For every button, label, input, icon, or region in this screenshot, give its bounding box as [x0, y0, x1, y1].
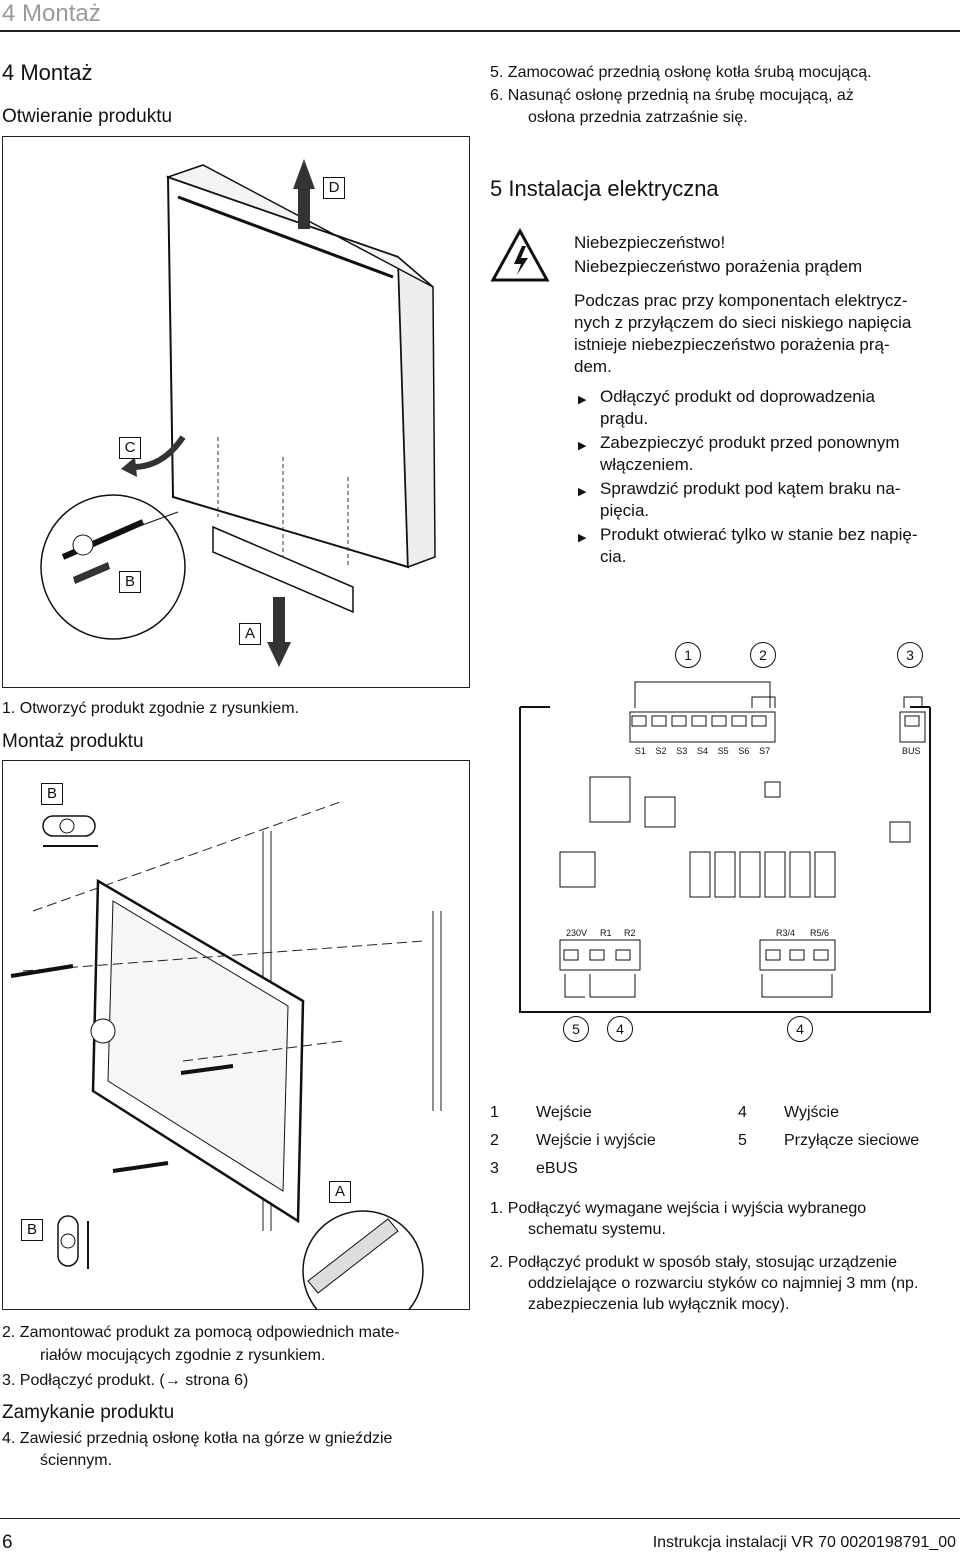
opening-illustration — [40, 159, 436, 667]
subsection-montaz-produktu: Montaż produktu — [2, 731, 144, 752]
figure-mounting: B A B — [2, 760, 470, 1332]
step-4-line1: 4. Zawiesić przednią osłonę kotła na gór… — [2, 1430, 393, 1447]
label-a: A — [329, 1181, 351, 1203]
callout-4: 4 — [607, 1016, 633, 1042]
connection-step-2: 2. Podłączyć produkt w sposób stały, sto… — [490, 1254, 919, 1313]
step-6-line2: osłona przednia zatrzaśnie się. — [528, 109, 748, 126]
warning-subtitle: Niebezpieczeństwo porażenia prądem — [574, 257, 863, 276]
label-d: D — [323, 177, 345, 199]
footer-rule — [0, 1518, 960, 1519]
warning-bullet: Zabezpieczyć produkt przed ponownymwłącz… — [578, 432, 918, 476]
top-terminal-labels: S1 S2 S3 S4 S5 S6 S7 — [630, 746, 775, 756]
document-id: Instrukcja instalacji VR 70 0020198791_0… — [652, 1534, 956, 1551]
terminal-label-r34: R3/4 — [776, 928, 796, 938]
label-c: C — [119, 437, 141, 459]
terminal-label: S3 — [676, 746, 688, 756]
terminal-label: S5 — [717, 746, 729, 756]
legend-row: 2 Wejście i wyjście 5 Przyłącze sieciowe — [490, 1132, 920, 1149]
warning-body-line: dem. — [574, 357, 612, 376]
warning-body-line: istnieje niebezpieczeństwo porażenia prą… — [574, 335, 890, 354]
step-2-line1: 2. Zamontować produkt za pomocą odpowied… — [2, 1324, 400, 1341]
step-3: 3. Podłączyć produkt. (→ strona 6) — [2, 1372, 249, 1389]
callout-4b: 4 — [787, 1016, 813, 1042]
terminal-label: S2 — [655, 746, 667, 756]
warning-bullet: Produkt otwierać tylko w stanie bez napi… — [578, 524, 917, 568]
terminal-label-230v: 230V — [566, 928, 588, 938]
label-a: A — [239, 623, 261, 645]
warning-title: Niebezpieczeństwo! — [574, 233, 726, 252]
label-b-top: B — [41, 783, 63, 805]
label-b: B — [119, 571, 141, 593]
callout-1: 1 — [675, 642, 701, 668]
running-header: 4 Montaż — [2, 0, 101, 27]
header-rule — [0, 30, 960, 32]
terminal-label-r1: R1 — [600, 928, 612, 938]
step-4-line2: ściennym. — [40, 1452, 113, 1469]
terminal-label: S7 — [759, 746, 771, 756]
legend: 1 Wejście 4 Wyjście 2 Wejście i wyjście … — [490, 1104, 950, 1188]
circuit-board-illustration — [519, 681, 931, 1013]
terminal-label: S6 — [738, 746, 750, 756]
mounting-illustration — [10, 800, 442, 1332]
legend-row: 1 Wejście 4 Wyjście — [490, 1104, 839, 1121]
warning-body-line: Podczas prac przy komponentach elektrycz… — [574, 291, 908, 310]
terminal-label-r2: R2 — [624, 928, 636, 938]
terminal-label-bus: BUS — [902, 746, 921, 756]
step-6-line1: 6. Nasunąć osłonę przednią na śrubę mocu… — [490, 87, 854, 104]
subsection-zamykanie: Zamykanie produktu — [2, 1402, 175, 1423]
label-b-bottom: B — [21, 1219, 43, 1241]
step-2-line2: riałów mocujących zgodnie z rysunkiem. — [40, 1347, 326, 1364]
legend-row: 3 eBUS — [490, 1160, 578, 1177]
warning-bullets: Odłączyć produkt od doprowadzeniaprądu. … — [578, 386, 918, 568]
warning-body: Podczas prac przy komponentach elektrycz… — [574, 290, 911, 378]
section-title-montaz: 4 Montaż — [2, 60, 93, 85]
warning-body-line: nych z przyłączem do sieci niskiego napi… — [574, 313, 912, 332]
section-title-instalacja: 5 Instalacja elektryczna — [490, 176, 719, 201]
electrical-hazard-icon — [490, 228, 550, 282]
step-1: 1. Otworzyć produkt zgodnie z rysunkiem. — [2, 700, 300, 717]
callout-5: 5 — [563, 1016, 589, 1042]
subsection-otwieranie: Otwieranie produktu — [2, 106, 173, 127]
callout-2: 2 — [750, 642, 776, 668]
step-5: 5. Zamocować przednią osłonę kotła śrubą… — [490, 64, 872, 81]
figure-opening: D C B A — [2, 136, 470, 688]
terminal-label-r56: R5/6 — [810, 928, 830, 938]
connection-step-1: 1. Podłączyć wymagane wejścia i wyjścia … — [490, 1200, 867, 1238]
terminal-label: S4 — [696, 746, 708, 756]
warning-bullet: Sprawdzić produkt pod kątem braku na-pię… — [578, 478, 918, 522]
page-number: 6 — [2, 1532, 13, 1553]
terminal-label: S1 — [634, 746, 646, 756]
callout-3: 3 — [897, 642, 923, 668]
figure-circuit-board: 1 2 3 S1 S2 S3 S4 S5 S6 S7 BUS 230V R1 R… — [490, 612, 956, 1102]
